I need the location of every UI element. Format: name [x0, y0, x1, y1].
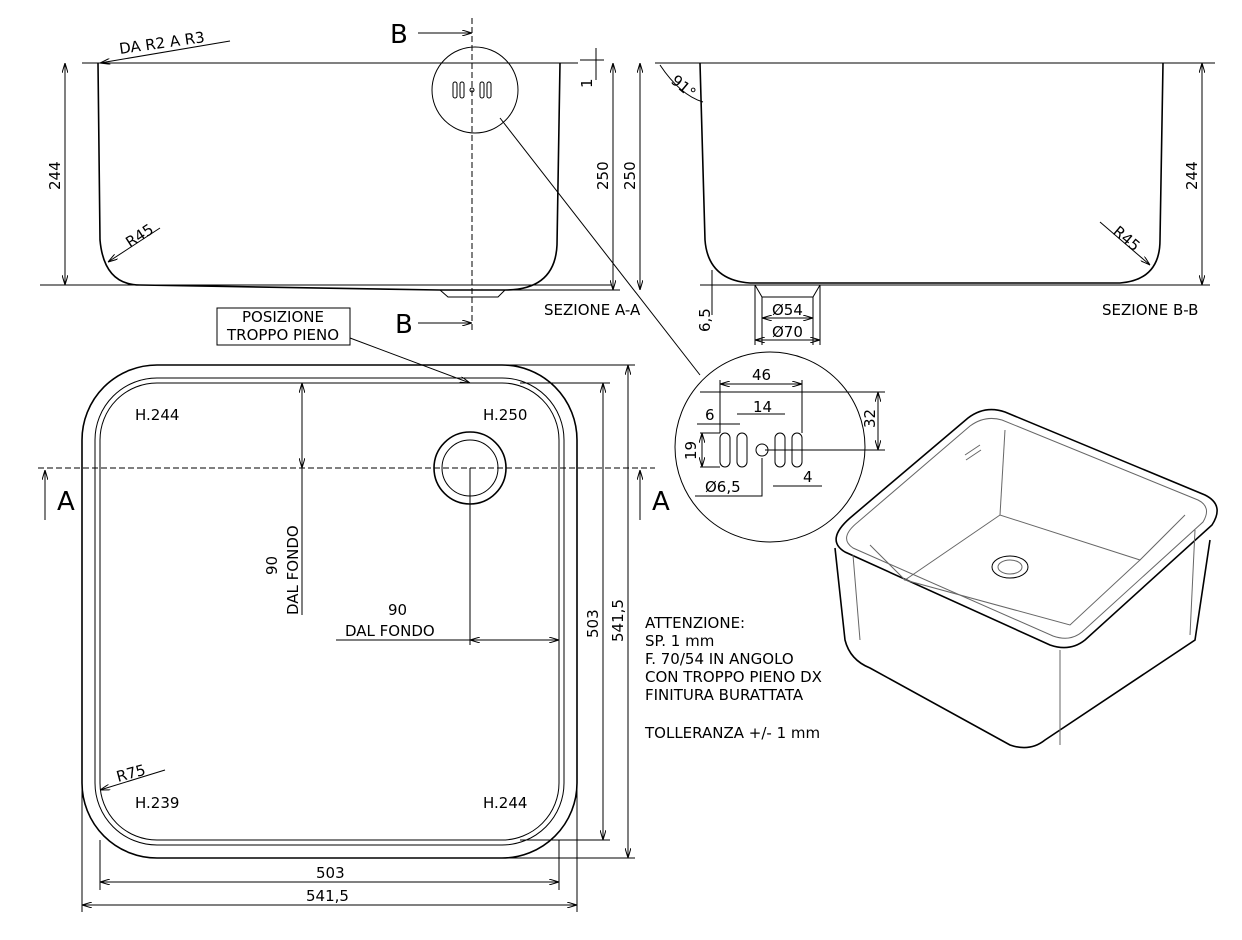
section-b-b-title: SEZIONE B-B [1102, 301, 1198, 319]
detail-width-label: 46 [752, 366, 771, 384]
corner-radius-label: R75 [114, 761, 147, 786]
cut-label-b-top: B [390, 20, 408, 50]
overflow-label-line1: POSIZIONE [242, 308, 324, 326]
inner-depth-label: 503 [584, 609, 602, 638]
angle-label: 91° [667, 71, 699, 102]
section-a-a: B B DA R2 A R3 R45 244 250 1 SEZIONE A-A [40, 18, 701, 376]
offset-v-value: 90 [263, 556, 281, 575]
tolerance-note: TOLLERANZA +/- 1 mm [644, 724, 820, 742]
notes: ATTENZIONE: SP. 1 mm F. 70/54 IN ANGOLO … [644, 614, 822, 742]
height-244-label: 244 [46, 161, 64, 190]
drain-inner-label: Ø54 [772, 301, 803, 319]
note-line: ATTENZIONE: [645, 614, 745, 632]
drain-depth-label: 6,5 [696, 308, 714, 332]
corner-height-br: H.244 [483, 794, 527, 812]
overflow-slots-small [452, 81, 492, 99]
rim-radius-note: DA R2 A R3 [118, 28, 206, 58]
detail-hole-label: Ø6,5 [705, 478, 741, 496]
overflow-label-line2: TROPPO PIENO [226, 326, 339, 344]
offset-h-text: DAL FONDO [345, 622, 435, 640]
note-line: F. 70/54 IN ANGOLO [645, 650, 794, 668]
overflow-detail: 46 6 14 32 19 Ø6,5 4 [674, 351, 885, 543]
overflow-position-box [216, 307, 351, 346]
section-a-a-title: SEZIONE A-A [544, 301, 641, 319]
offset-h-value: 90 [388, 601, 407, 619]
detail-gap-label: 14 [753, 398, 772, 416]
cut-label-a-right: A [652, 487, 670, 517]
outer-width-label: 541,5 [306, 887, 349, 905]
detail-slot-width-label: 6 [705, 406, 715, 424]
note-line: SP. 1 mm [645, 632, 714, 650]
height-250-label: 250 [594, 161, 612, 190]
height-250-b-label: 250 [621, 161, 639, 190]
note-line: FINITURA BURATTATA [645, 686, 804, 704]
offset-v-text: DAL FONDO [284, 525, 302, 615]
corner-height-tl: H.244 [135, 406, 179, 424]
rim-offset-label: 1 [578, 78, 596, 88]
drain-outer-label: Ø70 [772, 323, 803, 341]
height-244-b-label: 244 [1183, 161, 1201, 190]
plan-view: POSIZIONE TROPPO PIENO A A H.244 H.250 H… [38, 307, 670, 912]
corner-height-bl: H.239 [135, 794, 179, 812]
radius-label: R45 [122, 220, 157, 251]
outer-depth-label: 541,5 [609, 599, 627, 642]
section-b-b: 250 244 91° R45 6,5 Ø54 Ø70 SEZIONE B-B [621, 62, 1215, 345]
cut-label-b-bottom: B [395, 310, 413, 340]
detail-height-label: 32 [861, 409, 879, 428]
detail-slot-height-label: 19 [682, 441, 700, 460]
cut-label-a-left: A [57, 487, 75, 517]
inner-width-label: 503 [316, 864, 345, 882]
note-line: CON TROPPO PIENO DX [645, 668, 822, 686]
radius-b-label: R45 [1109, 222, 1143, 255]
sink-isometric-view [834, 408, 1218, 749]
detail-slot-gap-label: 4 [803, 468, 813, 486]
corner-height-tr: H.250 [483, 406, 527, 424]
